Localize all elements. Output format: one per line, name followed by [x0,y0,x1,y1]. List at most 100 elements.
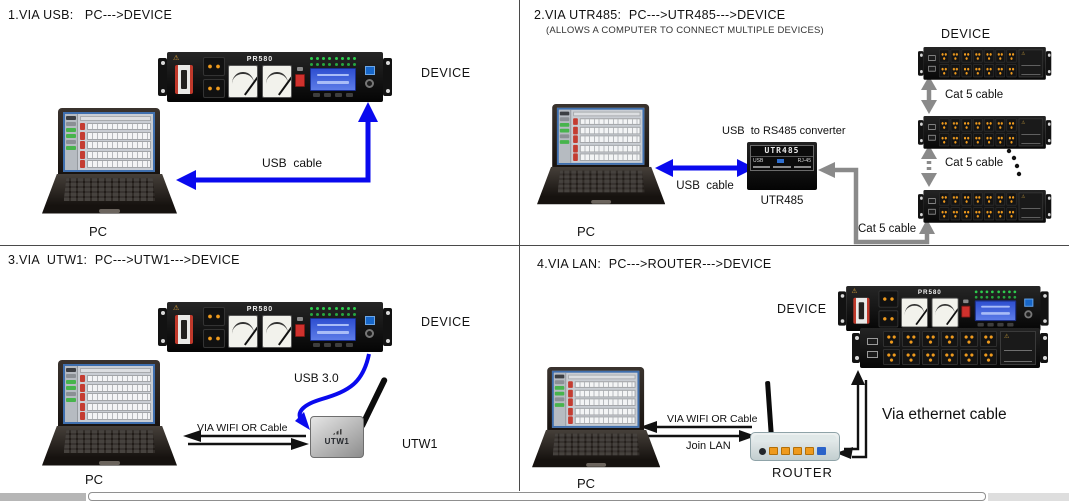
analog-meters [228,315,292,348]
software-toolbar [573,111,641,117]
utr485-converter-device: UTR485 USB RJ-45 [747,142,817,190]
power-outlet [972,49,983,63]
q4-device-label: DEVICE [777,302,827,316]
scrollbar-track-right[interactable] [988,493,1069,501]
led-indicators [974,295,1017,299]
software-row [80,122,151,131]
q4-pc-slot [532,367,667,475]
power-outlet [972,64,983,78]
power-outlet [878,290,899,308]
power-outlet [995,64,1006,78]
power-outlet [1006,64,1017,78]
laptop-keyboard [42,174,177,214]
panel-buttons [310,343,356,348]
power-outlet [950,64,961,78]
software-row [80,160,151,169]
q4-router-label: ROUTER [772,465,833,480]
rack-device-pr580: ⚠ PR580 [838,286,1049,331]
software-row [568,398,636,407]
horizontal-divider [0,245,1069,246]
q2-cat5-label-1: Cat 5 cable [945,89,1004,101]
software-row [573,117,641,126]
power-outlet [902,349,920,365]
scrollbar-thumb[interactable] [88,492,986,501]
q4-ethernet-label: Via ethernet cable [882,406,1007,423]
q1-usb-cable-label: USB cable [261,156,323,170]
power-switch [295,324,305,337]
warning-triangle-icon: ⚠ [1021,120,1026,126]
power-outlet [939,64,949,78]
software-row [80,383,151,392]
outlet-grid [939,192,1017,221]
rack-front-panel: ⚠ PR580 [846,286,1041,331]
horizontal-scrollbar[interactable] [0,492,1069,501]
scrollbar-track-left[interactable] [0,493,86,501]
control-software-window [63,112,155,172]
lan-port [781,447,790,455]
led-indicators [310,306,356,310]
router-ports [759,446,831,456]
rack-ear-left [838,291,847,326]
software-toolbar [80,116,151,121]
q4-wifi-label: VIA WIFI OR Cable [667,413,758,425]
power-outlet [939,192,949,206]
software-row [80,150,151,159]
power-outlet [995,207,1006,221]
rack-switch-module [295,56,305,98]
q4-device-slot-bottom: ⚠ [852,328,1048,368]
q1-device-label: DEVICE [421,66,471,80]
q1-pc-label: PC [88,224,108,239]
usb-port [364,316,375,325]
q2-pc-slot [537,104,672,212]
software-grid [78,366,153,422]
power-outlet [921,349,939,365]
rack-device-pr580: ⚠ PR580 [158,52,392,102]
q1-device-slot: ⚠ PR580 [158,52,392,102]
led-indicators [310,56,356,60]
power-outlet [972,207,983,221]
software-row [80,402,151,411]
q3-device-slot: ⚠ PR580 [158,302,392,352]
rack-ear-left [852,332,860,364]
software-row [80,131,151,140]
q2-converter-name: UTR485 [760,195,804,207]
rack-device-pr580: ⚠ PR580 [158,302,392,352]
software-grid [566,373,637,426]
lan-port [805,447,814,455]
rack-io-module [361,306,378,348]
rack-ear-right [1045,193,1052,219]
power-outlet [950,133,961,147]
laptop-keyboard [532,429,661,468]
q2-subtitle: (ALLOWS A COMPUTER TO CONNECT MULTIPLE D… [546,25,824,36]
outlet-rack-info-panel: ⚠ [1018,192,1044,221]
q2-title: 2.VIA UTR485: PC--->UTR485--->DEVICE [534,8,786,22]
rack-model-label: PR580 [246,56,274,63]
rack-center-module: PR580 [228,306,292,348]
power-outlet [995,133,1006,147]
laptop-keyboard [42,426,177,466]
q4-title: 4.VIA LAN: PC--->ROUTER--->DEVICE [537,257,772,271]
voltage-meter [228,65,258,98]
power-outlet [984,118,995,132]
outlet-rack-info-panel: ⚠ [1018,49,1044,78]
utr485-fine-print [751,165,813,170]
q2-cat5-label-2: Cat 5 cable [945,157,1004,169]
outlet-rack-io [926,192,937,220]
laptop-screen [552,104,650,169]
led-indicators [310,312,356,316]
outlet-rack-device: ⚠ [918,47,1052,80]
software-grid [78,114,153,170]
rack-display-module [308,56,358,98]
laptop-pc [42,108,177,216]
power-breaker [175,315,193,344]
utw1-device-label: UTW1 [324,436,350,446]
power-outlet [203,328,225,348]
power-outlet [203,56,225,76]
rack-ear-left [158,308,167,346]
outlet-grid [939,118,1017,147]
warning-triangle-icon: ⚠ [1004,334,1010,340]
software-row [80,374,151,383]
wan-port [817,447,826,455]
laptop-pc [537,104,666,207]
